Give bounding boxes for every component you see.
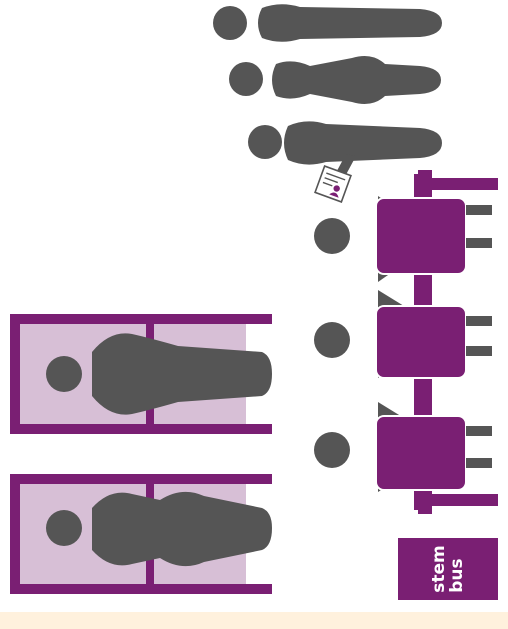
footer-band — [0, 612, 508, 629]
official-chair — [375, 305, 467, 379]
queue-person-2 — [229, 56, 441, 104]
person-body — [258, 4, 442, 42]
person-body — [272, 56, 441, 104]
voting-booth-icon — [10, 314, 272, 434]
person-head — [314, 218, 350, 254]
person-head — [229, 62, 263, 96]
official-1 — [314, 196, 492, 282]
person-body — [284, 121, 442, 165]
person-head — [46, 510, 82, 546]
queue-person-1 — [213, 4, 442, 42]
person-head — [314, 322, 350, 358]
chair-leg — [466, 316, 492, 326]
official-3 — [314, 402, 492, 492]
person-head — [213, 6, 247, 40]
chair-leg — [466, 205, 492, 215]
official-chair — [375, 197, 467, 275]
ballot-paper-icon — [314, 165, 352, 203]
person-head — [46, 356, 82, 392]
chair-leg — [466, 238, 492, 248]
official-chair — [375, 415, 467, 491]
person-head — [314, 432, 350, 468]
chair-leg — [466, 426, 492, 436]
voting-booth-icon — [10, 474, 272, 594]
table-rail — [432, 178, 498, 190]
person-body — [92, 491, 272, 567]
person-body — [92, 333, 272, 415]
chair-leg — [466, 346, 492, 356]
ballot-box-icon — [398, 538, 498, 600]
chair-leg — [466, 458, 492, 468]
person-head — [248, 125, 282, 159]
official-2 — [314, 290, 492, 379]
ballot-box-label: stem bus — [429, 545, 467, 593]
table-rail — [432, 494, 498, 506]
ballot-box-label-wrap: stem bus — [398, 538, 498, 600]
